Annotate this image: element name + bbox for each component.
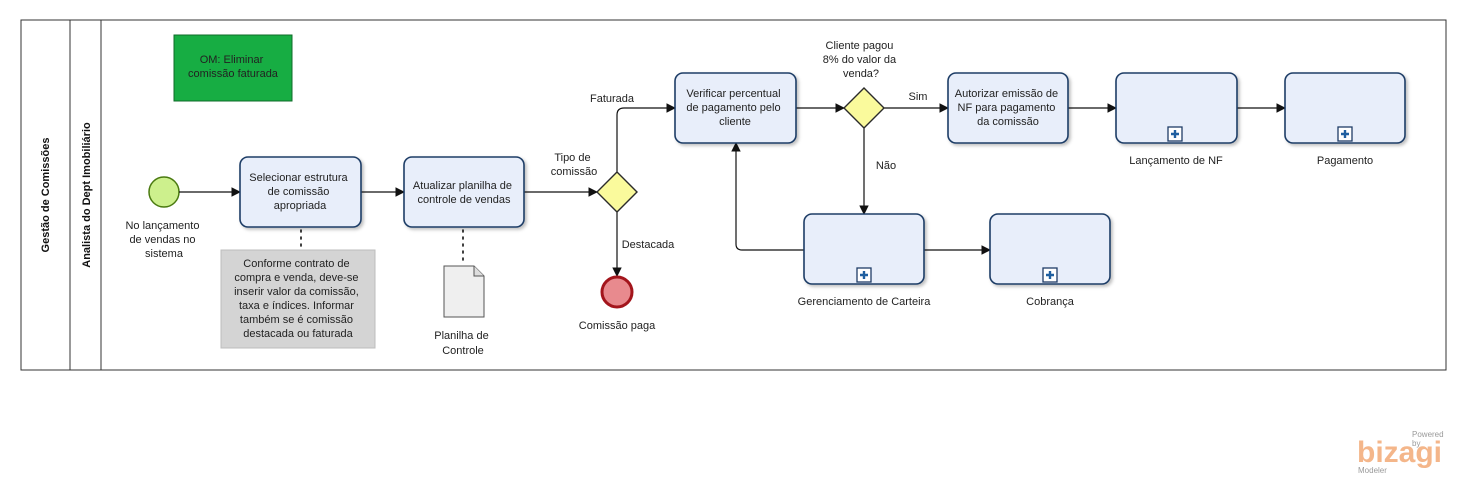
svg-text:Conforme contrato de compr: Conforme contrato de compra e venda, dev… — [234, 258, 362, 340]
flow-label-faturada: Faturada — [590, 93, 635, 105]
task-label: controle de vendas — [418, 194, 511, 206]
optimization-note[interactable] — [173, 34, 293, 102]
start-event-label: de vendas no — [129, 234, 195, 246]
task-autorizar-emissao[interactable] — [947, 72, 1069, 144]
flow-label-sim: Sim — [909, 91, 928, 103]
flow-label-destacada: Destacada — [622, 239, 675, 251]
lane-label: Analista do Dept Imobiliário — [81, 122, 93, 268]
task-label: de comissão — [268, 186, 330, 198]
data-object-label: Planilha de — [434, 330, 488, 342]
svg-text:Selecionar estrutura de co: Selecionar estrutura de comissão apropri… — [249, 172, 351, 212]
task-label: cliente — [719, 116, 751, 128]
subprocess-box — [1284, 72, 1406, 144]
gateway-label: Tipo de — [554, 152, 590, 164]
svg-text:Atualizar planilha de cont: Atualizar planilha de controle de vendas — [413, 180, 515, 206]
gateway-cliente-pagou[interactable] — [843, 87, 885, 129]
plus-glyph — [1171, 130, 1179, 138]
task-label: de pagamento pelo — [686, 102, 780, 114]
svg-text:Cliente pagou 8% do valor: Cliente pagou 8% do valor da venda? — [823, 40, 899, 80]
optimization-note-line: comissão faturada — [188, 68, 279, 80]
flow-label-nao: Não — [876, 160, 896, 172]
end-event[interactable] — [600, 275, 634, 309]
task-selecionar-estrutura[interactable] — [239, 156, 362, 228]
annotation-line: inserir valor da comissão, — [234, 286, 359, 298]
subprocess-pagamento[interactable] — [1284, 72, 1406, 144]
task-label: Autorizar emissão de — [955, 88, 1058, 100]
subprocess-label: Lançamento de NF — [1129, 155, 1223, 167]
annotation-line: também se é comissão — [240, 314, 353, 326]
task-verificar-percentual[interactable] — [674, 72, 797, 144]
bizagi-logo: Powered by bizagi Modeler — [1352, 428, 1447, 476]
logo-modeler: Modeler — [1358, 466, 1387, 475]
svg-text:Tipo de comissão: Tipo de comissão — [551, 152, 597, 178]
plus-glyph — [1341, 130, 1349, 138]
annotation-line: destacada ou faturada — [243, 328, 353, 340]
flow-faturada — [616, 103, 676, 173]
start-event[interactable] — [148, 176, 180, 208]
svg-text:Verificar percentual de pa: Verificar percentual de pagamento pelo c… — [686, 88, 783, 128]
subprocess-box — [989, 213, 1111, 285]
data-object-document-icon[interactable] — [443, 265, 485, 318]
task-label: Atualizar planilha de — [413, 180, 512, 192]
task-label: da comissão — [977, 116, 1039, 128]
subprocess-label: Pagamento — [1317, 155, 1373, 167]
svg-text:Planilha de Controle: Planilha de Controle — [434, 330, 492, 357]
logo-powered-by: Powered by — [1412, 430, 1444, 448]
flow-gerenciamento-back-to-verificar — [731, 142, 804, 251]
annotation-line: compra e venda, deve-se — [234, 272, 358, 284]
subprocess-label: Gerenciamento de Carteira — [798, 296, 932, 308]
subprocess-box — [1115, 72, 1238, 144]
svg-text:OM: Eliminar comissão fatu: OM: Eliminar comissão faturada — [188, 54, 279, 80]
subprocess-lancamento-nf[interactable] — [1115, 72, 1238, 144]
end-event-label: Comissão paga — [579, 320, 656, 332]
subprocess-label: Cobrança — [1026, 296, 1075, 308]
gateway-tipo-comissao[interactable] — [596, 171, 638, 213]
svg-text:No lançamento de vendas no: No lançamento de vendas no sistema — [125, 220, 202, 260]
subprocess-cobranca[interactable] — [989, 213, 1111, 285]
pool-label: Gestão de Comissões — [40, 138, 52, 253]
data-object-label: Controle — [442, 345, 484, 357]
gateway-label: comissão — [551, 166, 597, 178]
gateway-label: venda? — [843, 68, 879, 80]
svg-text:Autorizar emissão de NF pa: Autorizar emissão de NF para pagamento d… — [955, 88, 1061, 128]
annotation-line: taxa e índices. Informar — [239, 300, 354, 312]
task-label: Selecionar estrutura — [249, 172, 348, 184]
task-label: apropriada — [274, 200, 327, 212]
gateway-label: 8% do valor da — [823, 54, 897, 66]
gateway-label: Cliente pagou — [826, 40, 894, 52]
plus-glyph — [860, 271, 868, 279]
optimization-note-line: OM: Eliminar — [200, 54, 264, 66]
task-label: Verificar percentual — [686, 88, 780, 100]
logo-brand: bizagi — [1357, 436, 1443, 469]
task-atualizar-planilha[interactable] — [403, 156, 525, 228]
task-label: NF para pagamento — [958, 102, 1056, 114]
start-event-label: No lançamento — [125, 220, 199, 232]
text-annotation[interactable] — [220, 249, 376, 349]
subprocess-gerenciamento-carteira[interactable] — [803, 213, 925, 285]
plus-glyph — [1046, 271, 1054, 279]
subprocess-box — [803, 213, 925, 285]
start-event-label: sistema — [145, 248, 184, 260]
data-object-fold — [473, 266, 484, 277]
annotation-line: Conforme contrato de — [243, 258, 349, 270]
